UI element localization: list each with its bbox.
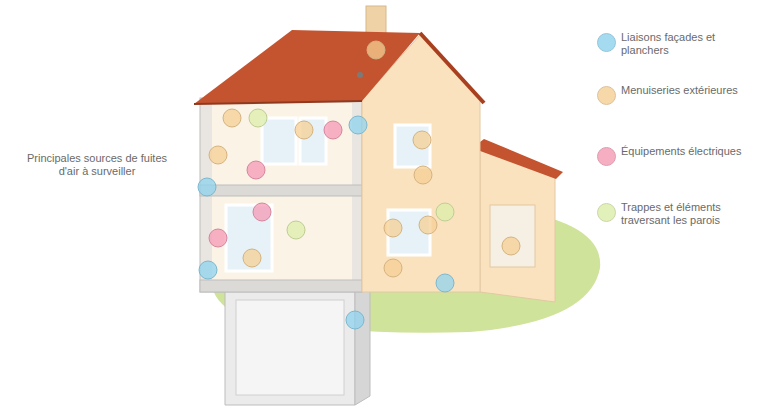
basement-room bbox=[236, 300, 344, 395]
legend-text: Trappes et éléments traversant les paroi… bbox=[621, 201, 756, 227]
floor-slab bbox=[200, 280, 362, 292]
leak-marker bbox=[413, 131, 431, 149]
leak-marker bbox=[419, 216, 437, 234]
leak-marker bbox=[367, 41, 385, 59]
roof-slope bbox=[194, 30, 420, 104]
side-label: Principales sources de fuites d'air à su… bbox=[22, 152, 172, 178]
leak-marker bbox=[198, 178, 216, 196]
basement-wall bbox=[225, 290, 355, 405]
window bbox=[262, 118, 296, 164]
leak-marker bbox=[502, 237, 520, 255]
legend-text: Liaisons façades et planchers bbox=[621, 31, 756, 57]
leak-marker bbox=[436, 274, 454, 292]
chimney bbox=[366, 6, 386, 36]
legend-swatch bbox=[597, 203, 616, 222]
leak-marker bbox=[384, 259, 402, 277]
legend-swatch bbox=[597, 147, 616, 166]
leak-marker bbox=[199, 261, 217, 279]
leak-marker bbox=[249, 109, 267, 127]
leak-marker bbox=[209, 229, 227, 247]
leak-marker bbox=[253, 203, 271, 221]
leak-marker bbox=[349, 116, 367, 134]
leak-markers bbox=[198, 41, 520, 329]
leak-marker bbox=[223, 109, 241, 127]
roof-edge bbox=[420, 33, 484, 103]
leak-marker bbox=[414, 166, 432, 184]
cutaway-section bbox=[200, 98, 362, 292]
legend-swatch bbox=[597, 86, 616, 105]
extension bbox=[472, 139, 563, 302]
basement bbox=[225, 282, 370, 405]
roof-vent bbox=[357, 72, 363, 78]
leak-marker bbox=[346, 311, 364, 329]
window bbox=[395, 125, 430, 167]
leak-marker bbox=[247, 161, 265, 179]
legend-text: Menuiseries extérieures bbox=[621, 84, 756, 97]
leak-marker bbox=[295, 121, 313, 139]
leak-marker bbox=[287, 221, 305, 239]
legend-row: Menuiseries extérieures bbox=[597, 84, 757, 114]
upper-room bbox=[212, 103, 352, 185]
leak-marker bbox=[209, 146, 227, 164]
leak-marker bbox=[324, 121, 342, 139]
leak-marker bbox=[384, 219, 402, 237]
legend-row: Trappes et éléments traversant les paroi… bbox=[597, 201, 757, 231]
section-walls bbox=[200, 98, 362, 292]
leak-marker bbox=[436, 203, 454, 221]
floor-slab bbox=[200, 185, 362, 196]
lower-room bbox=[212, 196, 352, 280]
extension-roof bbox=[472, 139, 563, 179]
leak-marker bbox=[243, 249, 261, 267]
legend-swatch bbox=[597, 33, 616, 52]
legend-text: Équipements électriques bbox=[621, 145, 756, 158]
basement-side bbox=[355, 282, 370, 405]
legend-row: Liaisons façades et planchers bbox=[597, 31, 757, 61]
legend-row: Équipements électriques bbox=[597, 145, 757, 175]
roof bbox=[194, 6, 484, 104]
extension-door bbox=[490, 205, 535, 267]
roof-eave bbox=[194, 101, 362, 104]
